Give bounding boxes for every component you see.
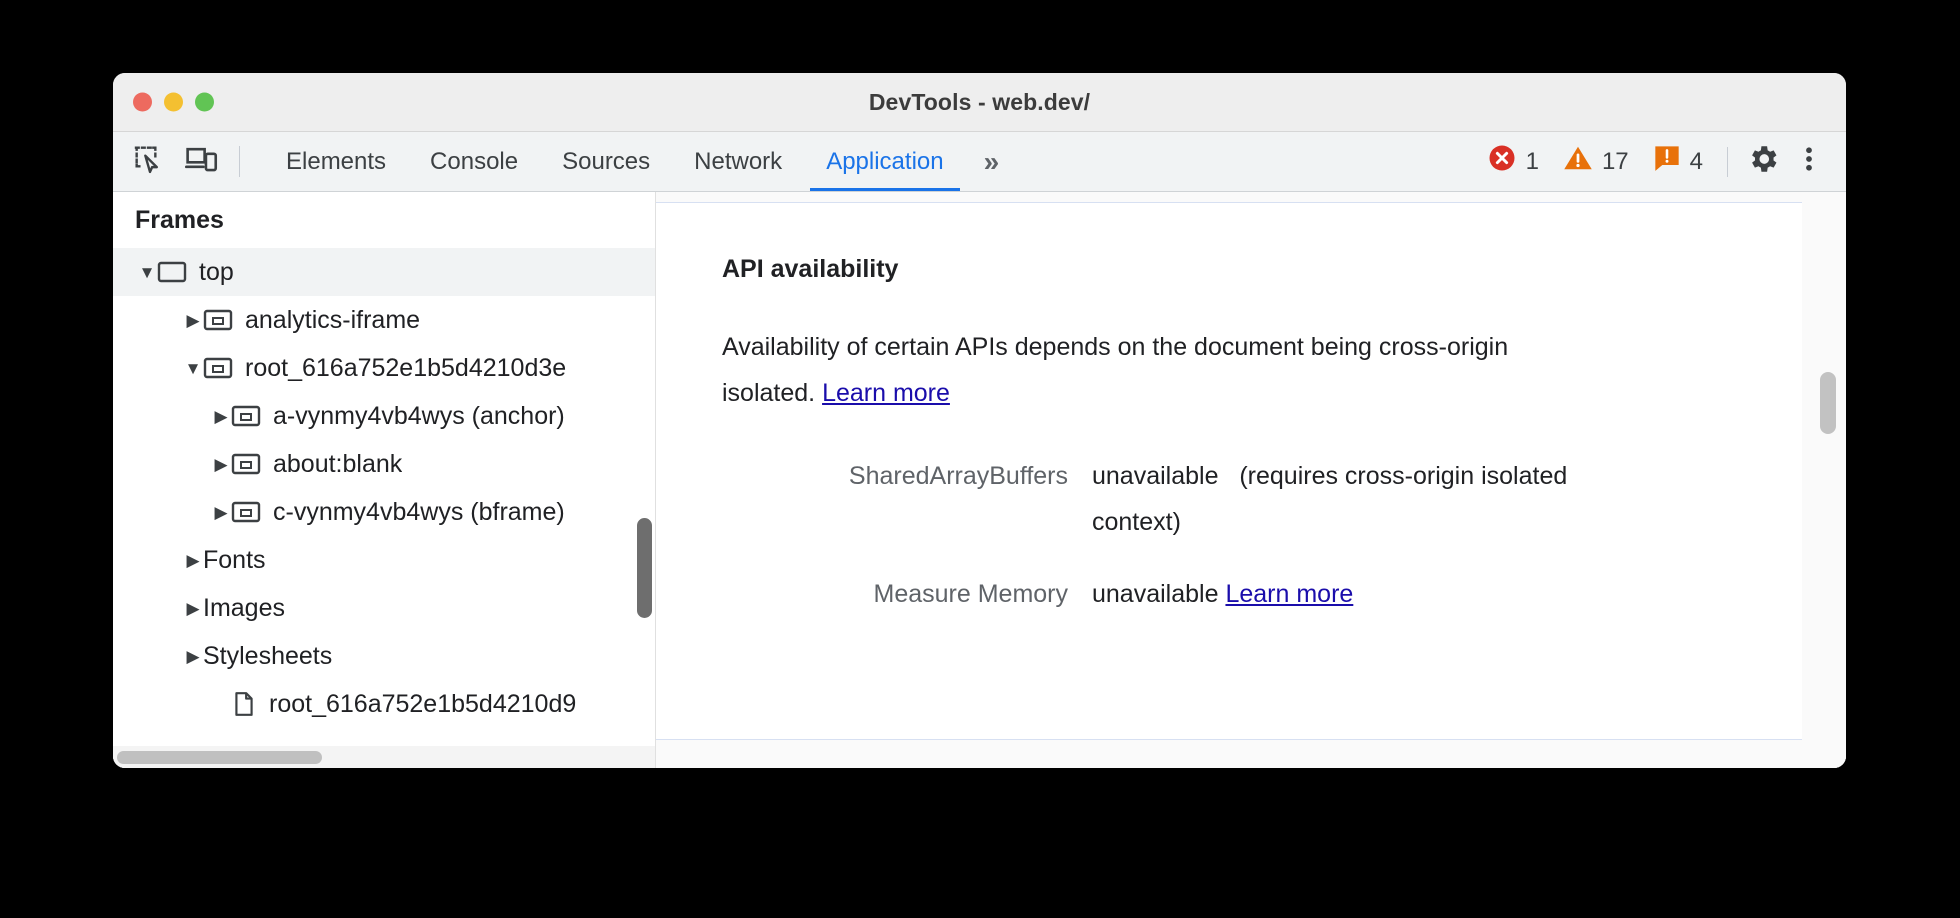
- chevron-right-icon[interactable]: ▶: [186, 598, 200, 618]
- device-toolbar-icon: [185, 144, 219, 179]
- api-availability-section: API availability Availability of certain…: [656, 202, 1802, 740]
- section-heading: API availability: [722, 255, 899, 283]
- more-tabs-button[interactable]: »: [983, 145, 1000, 177]
- sidebar-horizontal-scrollbar-thumb[interactable]: [117, 750, 322, 764]
- frames-sidebar: Frames ▼ top ▶ analytics-iframe: [113, 192, 656, 768]
- tree-item-label: about:blank: [273, 449, 403, 478]
- tab-console[interactable]: Console: [430, 147, 519, 175]
- toolbar-right-divider: [1727, 146, 1728, 177]
- iframe-icon: [231, 452, 261, 476]
- devtools-panels: Frames ▼ top ▶ analytics-iframe: [113, 192, 1846, 768]
- window-titlebar: DevTools - web.dev/: [113, 73, 1846, 132]
- issue-icon: [1653, 144, 1681, 179]
- tree-item-stylesheets[interactable]: ▶ Stylesheets: [113, 632, 655, 680]
- chevron-right-icon[interactable]: ▶: [186, 550, 200, 570]
- more-vertical-icon: [1795, 144, 1823, 179]
- tree-item-label: top: [199, 257, 234, 286]
- row-note: (requires cross-origin isolated context): [1092, 461, 1568, 536]
- sidebar-horizontal-scrollbar[interactable]: [113, 746, 655, 768]
- tree-item-label: Images: [203, 593, 285, 622]
- chevron-down-icon[interactable]: ▼: [184, 358, 202, 378]
- panel-tabs: Elements Console Sources Network Applica…: [264, 132, 1013, 191]
- gear-icon: [1746, 142, 1780, 181]
- toolbar-right-group: 1 17: [1475, 132, 1846, 191]
- chevron-right-icon[interactable]: ▶: [186, 646, 200, 666]
- error-icon: [1487, 143, 1517, 180]
- main-scrollbar-gutter: [1802, 192, 1846, 768]
- iframe-icon: [231, 500, 261, 524]
- toolbar-divider: [239, 146, 240, 177]
- window-title: DevTools - web.dev/: [868, 88, 1091, 115]
- row-value: unavailable: [1092, 580, 1219, 608]
- tree-item-anchor-frame[interactable]: ▶ a-vynmy4vb4wys (anchor): [113, 392, 655, 440]
- tree-item-label: root_616a752e1b5d4210d3e: [245, 353, 567, 382]
- document-icon: [231, 691, 257, 717]
- tree-item-root-document[interactable]: ▶ root_616a752e1b5d4210d9: [113, 680, 655, 728]
- close-window-button[interactable]: [133, 92, 152, 112]
- sidebar-vertical-scrollbar[interactable]: [637, 518, 652, 618]
- row-label: Measure Memory: [873, 580, 1069, 608]
- chevron-right-icon[interactable]: ▶: [186, 310, 200, 330]
- issues-counter[interactable]: 4: [1641, 144, 1715, 179]
- tree-item-analytics-iframe[interactable]: ▶ analytics-iframe: [113, 296, 655, 344]
- settings-button[interactable]: [1740, 139, 1786, 185]
- minimize-window-button[interactable]: [164, 92, 183, 112]
- frame-top-icon: [157, 260, 187, 284]
- tree-item-label: a-vynmy4vb4wys (anchor): [273, 401, 565, 430]
- warning-count: 17: [1601, 147, 1629, 175]
- tree-item-images[interactable]: ▶ Images: [113, 584, 655, 632]
- issues-count: 4: [1689, 147, 1703, 175]
- application-panel: API availability Availability of certain…: [656, 192, 1846, 768]
- tab-sources[interactable]: Sources: [562, 147, 651, 175]
- iframe-icon: [203, 308, 233, 332]
- tab-application[interactable]: Application: [804, 132, 965, 191]
- row-value-group: unavailable (requires cross-origin isola…: [1092, 453, 1572, 546]
- tree-item-label: analytics-iframe: [245, 305, 421, 334]
- error-count: 1: [1525, 147, 1539, 175]
- tree-item-root-frame[interactable]: ▼ root_616a752e1b5d4210d3e: [113, 344, 655, 392]
- tree-item-label: Stylesheets: [203, 641, 333, 670]
- frames-tree: ▼ top ▶ analytics-iframe ▼: [113, 248, 655, 746]
- devtools-window: DevTools - web.dev/: [113, 73, 1846, 768]
- tree-item-fonts[interactable]: ▶ Fonts: [113, 536, 655, 584]
- tree-item-label: Fonts: [203, 545, 266, 574]
- tree-item-bframe[interactable]: ▶ c-vynmy4vb4wys (bframe): [113, 488, 655, 536]
- error-counter[interactable]: 1: [1475, 143, 1551, 180]
- inspect-element-button[interactable]: [121, 132, 175, 191]
- row-measure-memory: Measure Memory unavailable Learn more: [722, 571, 1802, 617]
- description-text: Availability of certain APIs depends on …: [722, 333, 1509, 408]
- api-availability-list: SharedArrayBuffers unavailable (requires…: [722, 453, 1802, 618]
- tree-item-about-blank[interactable]: ▶ about:blank: [113, 440, 655, 488]
- tree-item-label: root_616a752e1b5d4210d9: [269, 689, 577, 718]
- learn-more-link-description[interactable]: Learn more: [822, 379, 950, 408]
- zoom-window-button[interactable]: [195, 92, 214, 112]
- tab-network[interactable]: Network: [694, 147, 783, 175]
- main-vertical-scrollbar[interactable]: [1820, 372, 1836, 434]
- row-value-group: unavailable Learn more: [1092, 571, 1353, 617]
- iframe-icon: [231, 404, 261, 428]
- chevron-right-icon[interactable]: ▶: [214, 454, 228, 474]
- inspect-element-icon: [132, 143, 164, 180]
- row-value: unavailable: [1092, 461, 1219, 490]
- chevron-right-icon[interactable]: ▶: [214, 502, 228, 522]
- chevron-down-icon[interactable]: ▼: [138, 262, 156, 282]
- device-toolbar-button[interactable]: [175, 132, 229, 191]
- iframe-icon: [203, 356, 233, 380]
- tree-item-top[interactable]: ▼ top: [113, 248, 655, 296]
- sidebar-title: Frames: [113, 192, 655, 248]
- warning-icon: [1563, 143, 1593, 180]
- row-shared-array-buffers: SharedArrayBuffers unavailable (requires…: [722, 453, 1802, 546]
- tab-elements[interactable]: Elements: [286, 147, 387, 175]
- row-label: SharedArrayBuffers: [848, 461, 1068, 490]
- warning-counter[interactable]: 17: [1551, 143, 1641, 180]
- tree-item-label: c-vynmy4vb4wys (bframe): [273, 497, 565, 526]
- learn-more-link-measure-memory[interactable]: Learn more: [1225, 580, 1354, 608]
- traffic-light-buttons: [133, 92, 214, 112]
- main-menu-button[interactable]: [1786, 139, 1832, 185]
- chevron-right-icon[interactable]: ▶: [214, 406, 228, 426]
- devtools-toolbar: Elements Console Sources Network Applica…: [113, 132, 1846, 192]
- section-description: Availability of certain APIs depends on …: [722, 324, 1512, 417]
